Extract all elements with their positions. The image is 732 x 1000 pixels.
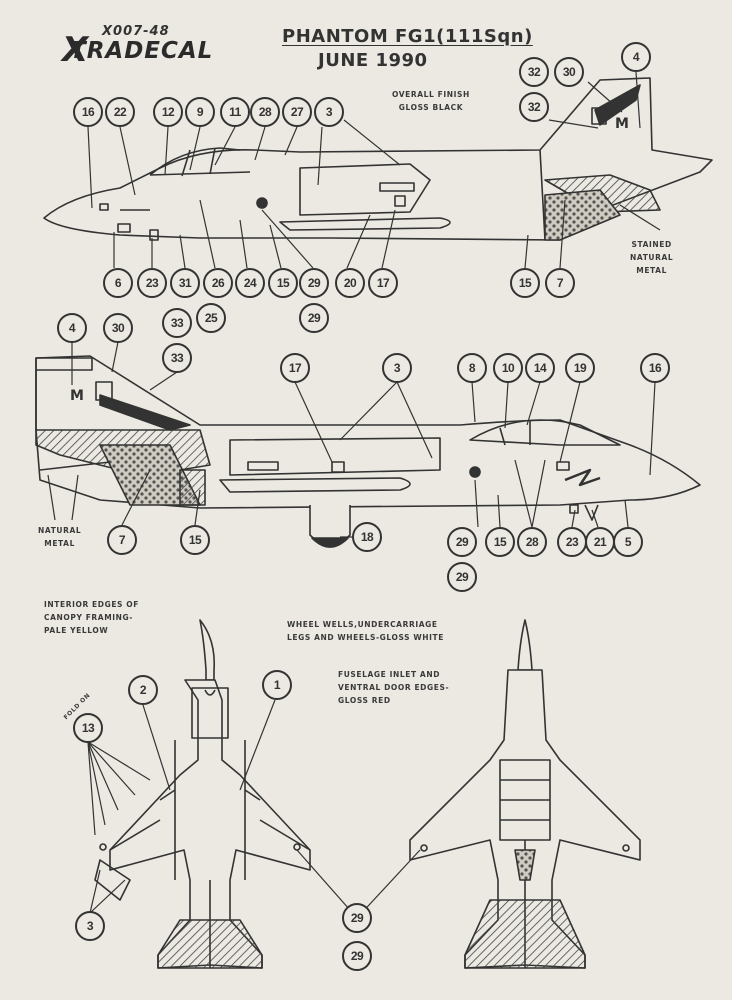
callout-marker: 11: [220, 97, 250, 127]
callout-marker: 7: [545, 268, 575, 298]
callout-marker: 28: [517, 527, 547, 557]
callout-marker: 29: [447, 562, 477, 592]
callout-marker: 7: [107, 525, 137, 555]
xtradecal-logo: X X007-48 TRADECAL: [62, 24, 237, 70]
callout-marker: 9: [185, 97, 215, 127]
callout-marker: 29: [299, 303, 329, 333]
callout-marker: 15: [485, 527, 515, 557]
callout-marker: 19: [565, 353, 595, 383]
callout-marker: 13: [73, 713, 103, 743]
callout-marker: 15: [180, 525, 210, 555]
callout-marker: 33: [162, 343, 192, 373]
callout-marker: 18: [352, 522, 382, 552]
callout-marker: 5: [613, 527, 643, 557]
callout-marker: 28: [250, 97, 280, 127]
note-inlet-edges: FUSELAGE INLET AND VENTRAL DOOR EDGES- G…: [338, 668, 449, 707]
callout-marker: 21: [585, 527, 615, 557]
callout-marker: 1: [262, 670, 292, 700]
callout-marker: 8: [457, 353, 487, 383]
note-line: CANOPY FRAMING-: [44, 613, 134, 622]
svg-text:M: M: [70, 388, 84, 404]
callout-marker: 30: [554, 57, 584, 87]
note-line: WHEEL WELLS,UNDERCARRIAGE: [287, 620, 438, 629]
note-natural-metal: NATURAL METAL: [38, 524, 81, 550]
callout-marker: 29: [342, 941, 372, 971]
callout-marker: 20: [335, 268, 365, 298]
callout-marker: 26: [203, 268, 233, 298]
note-line: PALE YELLOW: [44, 626, 109, 635]
callout-marker: 12: [153, 97, 183, 127]
svg-text:M: M: [615, 116, 629, 132]
note-line: STAINED: [631, 240, 672, 249]
note-canopy-framing: INTERIOR EDGES OF CANOPY FRAMING- PALE Y…: [44, 598, 139, 637]
callout-marker: 4: [621, 42, 651, 72]
note-line: METAL: [44, 539, 75, 548]
callout-marker: 32: [519, 57, 549, 87]
callout-marker: 31: [170, 268, 200, 298]
side-view-starboard: M: [35, 355, 701, 548]
note-line: LEGS AND WHEELS-GLOSS WHITE: [287, 633, 444, 642]
callout-marker: 3: [75, 911, 105, 941]
note-stained-natural-metal: STAINED NATURAL METAL: [630, 238, 673, 277]
logo-x-mark: X: [62, 30, 89, 70]
note-line: METAL: [636, 266, 667, 275]
plan-view-underside: [409, 619, 641, 969]
callout-marker: 27: [282, 97, 312, 127]
note-line: GLOSS BLACK: [398, 103, 464, 112]
callout-marker: 15: [510, 268, 540, 298]
callout-marker: 33: [162, 308, 192, 338]
plan-view-top: [94, 619, 311, 969]
callout-marker: 17: [280, 353, 310, 383]
logo-brand: TRADECAL: [70, 38, 214, 64]
callout-marker: 4: [57, 313, 87, 343]
callout-marker: 3: [314, 97, 344, 127]
note-line: FUSELAGE INLET AND: [338, 670, 441, 679]
callout-marker: 17: [368, 268, 398, 298]
callout-marker: 32: [519, 92, 549, 122]
note-line: OVERALL FINISH: [392, 90, 470, 99]
note-wheel-wells: WHEEL WELLS,UNDERCARRIAGE LEGS AND WHEEL…: [287, 618, 444, 644]
callout-marker: 6: [103, 268, 133, 298]
note-line: VENTRAL DOOR EDGES-: [338, 683, 450, 692]
callout-marker: 2: [128, 675, 158, 705]
callout-marker: 24: [235, 268, 265, 298]
note-line: INTERIOR EDGES OF: [44, 600, 139, 609]
callout-marker: 23: [137, 268, 167, 298]
callout-marker: 29: [299, 268, 329, 298]
callout-marker: 16: [640, 353, 670, 383]
callout-marker: 10: [493, 353, 523, 383]
logo-product-code: X007-48: [102, 24, 170, 39]
callout-marker: 14: [525, 353, 555, 383]
callout-marker: 29: [447, 527, 477, 557]
callout-marker: 23: [557, 527, 587, 557]
callout-marker: 16: [73, 97, 103, 127]
sheet-title: PHANTOM FG1(111Sqn): [282, 26, 533, 47]
note-line: NATURAL: [630, 253, 674, 262]
callout-marker: 25: [196, 303, 226, 333]
sheet-subtitle: JUNE 1990: [318, 50, 428, 71]
callout-marker: 22: [105, 97, 135, 127]
callout-marker: 29: [342, 903, 372, 933]
leader-lines: [47, 71, 661, 919]
callout-marker: 15: [268, 268, 298, 298]
callout-marker: 30: [103, 313, 133, 343]
callout-marker: 3: [382, 353, 412, 383]
note-line: NATURAL: [38, 526, 82, 535]
note-overall-finish: OVERALL FINISH GLOSS BLACK: [392, 88, 470, 114]
note-line: GLOSS RED: [338, 696, 391, 705]
side-view-port: M: [43, 77, 713, 241]
